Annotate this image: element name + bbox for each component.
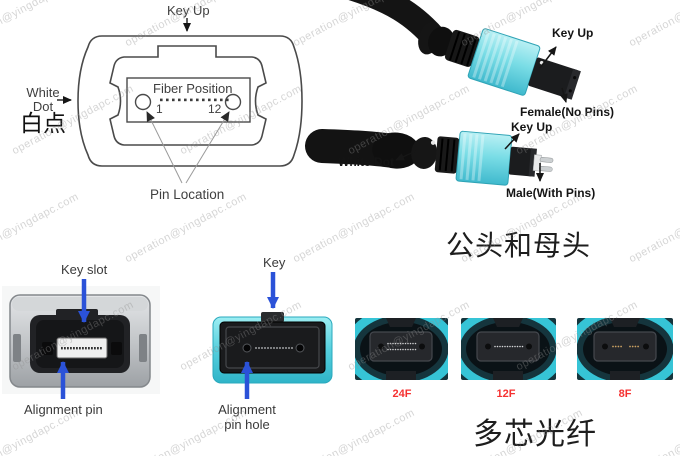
alignment-pin-hole-label: Alignment pin hole (218, 402, 276, 432)
key-up-male-label: Key Up (511, 120, 553, 134)
fiber-last-label: 12 (208, 102, 222, 116)
fiber-8f-label: 8F (618, 388, 632, 400)
alignment-pin-label: Alignment pin (24, 402, 103, 417)
fiber-photo-12f (461, 318, 556, 380)
diagram-pin-left (134, 93, 152, 111)
blue-annotation-arrows (57, 272, 279, 399)
male-label: Male(With Pins) (506, 186, 596, 200)
pin-location-leader-lines (146, 111, 230, 184)
fiber-24f-label: 24F (392, 388, 412, 400)
diagram-key-up-label: Key Up (167, 3, 210, 18)
fiber-position-label: Fiber Position (153, 81, 233, 96)
key-label: Key (263, 255, 286, 270)
multi-fiber-caption: 多芯光纤 (473, 418, 597, 451)
white-dot-photo-arrow (395, 150, 417, 161)
female-label: Female(No Pins) (520, 105, 615, 119)
key-slot-label: Key slot (61, 262, 108, 277)
fiber-photo-8f (577, 318, 673, 380)
diagram-pin-right (224, 93, 242, 111)
fiber-first-label: 1 (156, 102, 163, 116)
female-face-fibers (255, 347, 293, 349)
photo-annotation-arrows (395, 46, 568, 182)
diagram-arrows (57, 18, 191, 104)
key-up-male-arrow (504, 133, 520, 150)
alignment-pin-hole-left (242, 343, 252, 353)
diagram-inner-shell (109, 45, 267, 146)
pin-location-label: Pin Location (150, 187, 225, 202)
male-female-caption: 公头和母头 (446, 231, 592, 262)
white-dot-photo-label: White Dot (338, 155, 394, 169)
alignment-pin-hole-right (295, 343, 305, 353)
female-arrow (559, 87, 568, 103)
male-face-photo (2, 286, 160, 394)
male-face-fibers (61, 347, 102, 350)
diagram-white-dot-label: White Dot (26, 85, 60, 114)
key-up-female-arrow (539, 46, 557, 69)
diagram-white-dot-cn-label: 白点 (20, 111, 66, 136)
male-cable-photo (305, 129, 554, 186)
mpo-face-diagram (57, 18, 303, 184)
diagram-fiber-dots (160, 98, 229, 102)
fiber-photo-24f (355, 318, 448, 380)
fiber-12f-label: 12F (496, 388, 516, 400)
diagram-ferrule (126, 77, 251, 123)
white-dot-marker-male (430, 140, 436, 145)
diagram-outer-shell (77, 35, 303, 167)
key-up-female-label: Key Up (552, 26, 594, 40)
